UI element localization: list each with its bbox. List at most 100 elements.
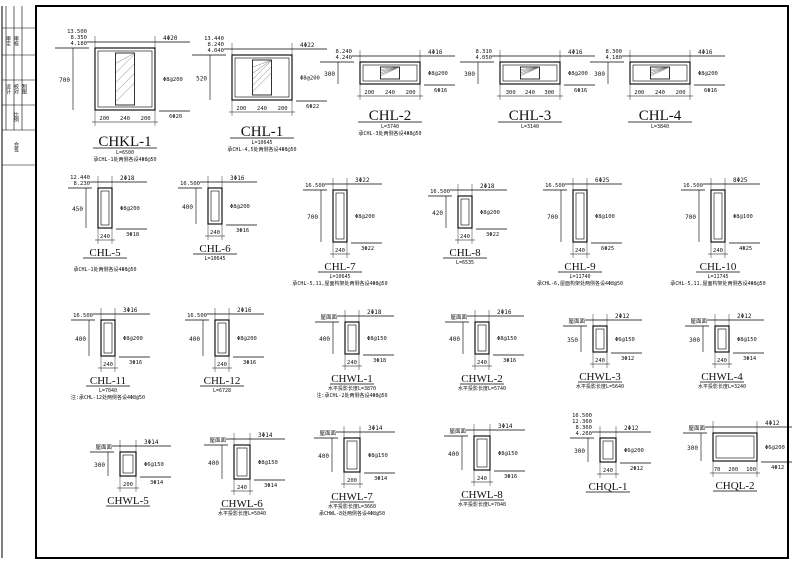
elevation-label: 屋面面 [319,430,336,437]
height-dimension: 350 [567,337,578,344]
bottom-rebar-label: 3Φ14 [374,476,388,482]
elevation-label: 8.230 [73,181,90,187]
height-dimension: 300 [464,71,475,78]
section-name: CHL-8 [449,247,481,259]
beam-outline [214,319,230,357]
section-name: CHL-4 [639,108,682,124]
title-block-cell: 会签 [13,141,19,152]
section-name: CHWL-7 [331,491,373,503]
elevation-label: 屋面面 [449,428,466,435]
beam-section-chl-9: 7006Φ25Φ8@1006Φ2516.500240CHL-9L=11740承C… [537,177,623,287]
title-block: 审定审核设计校对制图比例会签 [1,6,36,558]
existing-beam-hatch [251,59,272,96]
height-dimension: 300 [687,445,698,452]
stirrup-outline [234,57,290,98]
bottom-rebar-label: 3Φ16 [236,228,249,234]
top-rebar-label: 8Φ25 [733,177,748,184]
hatch-line [650,66,670,72]
bottom-rebar-label: 3Φ18 [373,358,386,364]
beam-outline [710,189,726,243]
stirrup-outline [632,64,688,82]
hatch-line [520,66,540,72]
stirrup-label: Φ8@200 [698,71,718,77]
hatch-line [650,66,670,73]
width-dimension: 240 [717,358,727,364]
height-dimension: 450 [72,206,83,213]
section-name: CHWL-1 [331,373,373,385]
bottom-rebar-label: 3Φ16 [243,360,256,366]
width-dimension: 240 [603,468,613,474]
stirrup-outline [713,192,723,240]
stirrup-outline [103,322,113,354]
section-name: CHWL-3 [579,371,621,383]
stirrup-label: Φ8@200 [237,336,257,342]
stirrup-label: Φ6@150 [144,462,164,468]
section-name: CHWL-2 [461,373,503,385]
beam-section-chl-10: 7008Φ25Φ8@1004Φ2516.500240CHL-10L=11745承… [670,177,765,287]
elevation-label: 8.240 [335,49,352,55]
span-length: L=10645 [251,140,272,146]
span-length: 水平投影长度L=5040 [218,510,266,517]
beam-outline [474,321,490,355]
bottom-rebar-label: 3Φ14 [743,356,757,362]
stirrup-label: Φ6@200 [765,445,785,451]
elevation-label: 13.500 [67,29,87,35]
title-block-cell: 校对 [13,83,19,94]
top-rebar-label: 2Φ16 [497,309,512,316]
stirrup-outline [477,324,487,352]
height-dimension: 700 [685,214,696,221]
section-name: CHWL-4 [701,371,743,383]
top-rebar-label: 2Φ18 [480,183,495,190]
elevation-label: 8.350 [70,35,87,41]
width-dimension: 200 [634,90,644,96]
beam-section-chl-5: 4502Φ18Φ8@2003Φ1812.4408.230240CHL-5承CHL… [68,175,147,273]
span-length: 水平投影长度L=3240 [698,383,746,390]
beam-outline [343,437,361,473]
bottom-rebar-label: 3Φ16 [504,474,517,480]
section-name: CHWL-8 [461,489,503,501]
height-dimension: 700 [547,214,558,221]
beam-outline [629,61,691,85]
stirrup-label: Φ8@200 [230,204,250,210]
elevation-label: 16.500 [572,413,592,419]
beam-outline [233,444,251,480]
span-length: 水平投影长度L=7040 [458,501,506,508]
width-dimension: 240 [525,90,535,96]
bottom-rebar-label: 3Φ16 [503,358,516,364]
elevation-label: 12.360 [572,419,592,425]
width-dimension: 240 [347,360,357,366]
section-name: CHL-1 [241,124,284,140]
height-dimension: 400 [319,336,330,343]
beam-section-chwl-6: 4003Φ14Φ8@1503Φ14屋面面240CHWL-6水平投影长度L=504… [204,432,285,517]
bottom-rebar-label: 6Φ16 [574,88,587,94]
width-dimension: 200 [141,116,151,122]
width-dimension: 240 [713,248,723,254]
section-note: 承CHL-4,5处两侧各设4Φ8@50 [227,146,296,153]
top-rebar-label: 2Φ18 [367,309,382,316]
section-name: CHL-5 [89,247,121,259]
hatch-line [115,73,135,93]
width-dimension: 240 [335,248,345,254]
hatch-line [252,72,272,93]
hatch-line [520,66,540,73]
top-rebar-label: 3Φ16 [123,307,138,314]
elevation-label: 16.500 [545,183,565,189]
top-rebar-label: 3Φ14 [368,425,383,432]
hatch-line [650,66,670,77]
bottom-rebar-label: 3Φ18 [126,232,139,238]
height-dimension: 700 [59,77,70,84]
span-length: L=6535 [456,260,474,266]
elevation-label: 13.440 [204,36,224,42]
section-note: 注:承CHL-2处两侧各设4Φ8@50 [316,392,387,399]
stirrup-label: Φ8@150 [258,460,278,466]
width-dimension: 240 [460,234,470,240]
elevation-label: 屋面面 [688,425,705,432]
elevation-label: 8.240 [207,42,224,48]
top-rebar-label: 3Φ22 [355,177,370,184]
beam-outline [207,187,223,225]
bottom-rebar-label: 4Φ25 [739,246,752,252]
elevation-label: 16.500 [180,181,200,187]
